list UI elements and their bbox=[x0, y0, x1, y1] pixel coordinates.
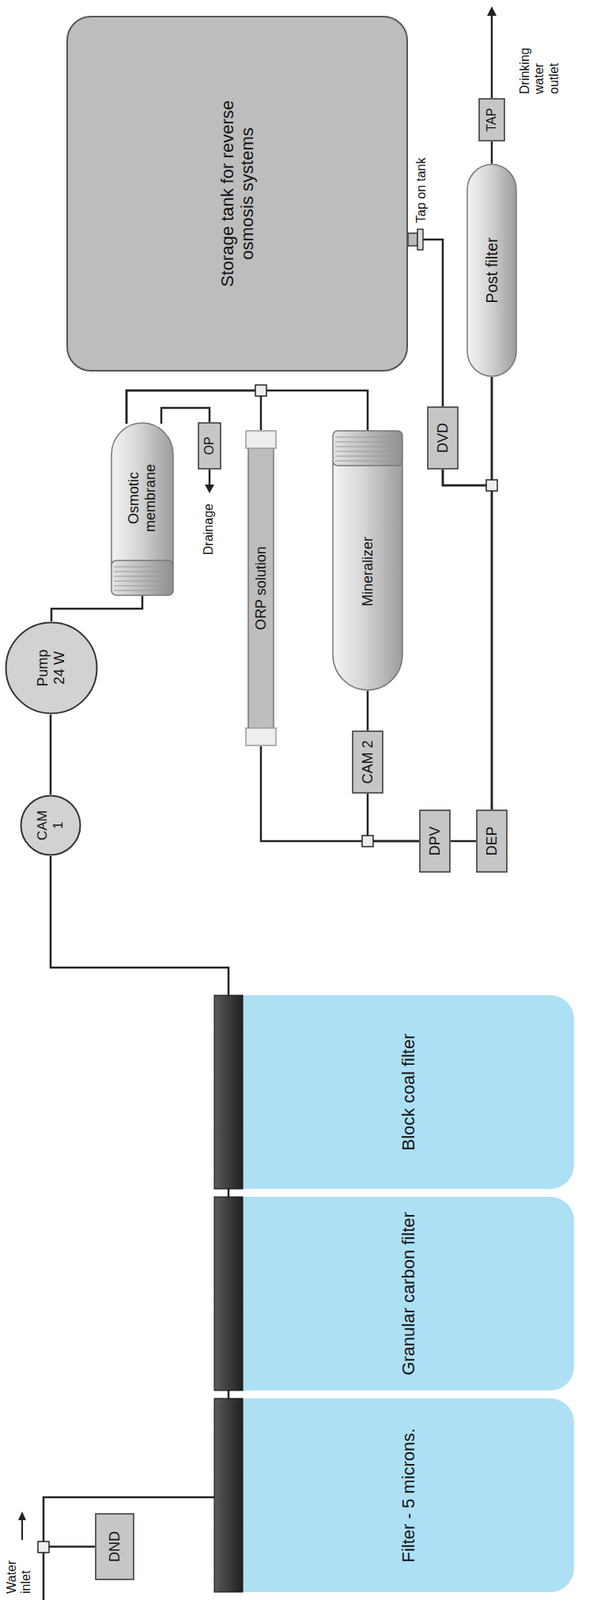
node-label: ORP solution bbox=[253, 546, 270, 631]
node-label: Storage tank for reverse osmosis systems bbox=[217, 86, 258, 301]
pipe-connector bbox=[442, 469, 492, 810]
filter-cartridge-outline bbox=[214, 995, 575, 1190]
drain-pipe bbox=[208, 469, 212, 486]
outlet-pipe bbox=[491, 15, 494, 99]
filter-cartridge: Block coal filter bbox=[214, 995, 575, 1190]
tee-fitting bbox=[486, 479, 498, 492]
valve-box: DVD bbox=[426, 406, 459, 470]
pipe-connector bbox=[49, 714, 53, 795]
pipe-connector bbox=[366, 691, 370, 731]
node-label: Granular carbon filter bbox=[398, 1212, 419, 1376]
node-label: Filter - 5 microns. bbox=[398, 1428, 419, 1564]
node-label: DND bbox=[106, 1531, 124, 1563]
pipe-connector bbox=[161, 407, 210, 424]
drain-arrowhead bbox=[204, 484, 215, 494]
pipe-connector bbox=[50, 856, 229, 996]
node-label: Mineralizer bbox=[359, 536, 377, 607]
node-label: Post filter bbox=[483, 237, 502, 303]
tee-fitting bbox=[255, 385, 267, 397]
pipe-connector bbox=[450, 840, 476, 843]
pipe-connector bbox=[126, 390, 368, 431]
node-label: DVD bbox=[434, 423, 452, 454]
inlet-arrow bbox=[21, 1519, 23, 1541]
filter-cartridge-outline bbox=[214, 1197, 575, 1391]
tee-fitting bbox=[362, 835, 374, 847]
membrane-housing: Osmotic membrane bbox=[110, 422, 174, 597]
inlet-pipe bbox=[42, 1547, 46, 1600]
node-label: Osmotic membrane bbox=[125, 441, 159, 556]
node-label: OP bbox=[202, 436, 217, 455]
node-label: Block coal filter bbox=[398, 1034, 419, 1152]
sensor-circle: CAM 1 bbox=[19, 794, 82, 857]
node-label: CAM 1 bbox=[34, 808, 66, 843]
tap-box: TAP bbox=[478, 98, 506, 142]
mineralizer-housing: Mineralizer bbox=[332, 430, 404, 692]
sensor-box: CAM 2 bbox=[351, 730, 384, 794]
valve-box: DND bbox=[94, 1513, 135, 1581]
storage-tank: Storage tank for reverse osmosis systems bbox=[66, 15, 408, 372]
pipe-connector bbox=[227, 1189, 231, 1198]
filter-cartridge-outline bbox=[214, 1398, 575, 1593]
annotation-label: Drinking water outlet bbox=[517, 34, 562, 95]
solution-tube: ORP solution bbox=[245, 430, 277, 747]
outlet-arrowhead bbox=[487, 6, 497, 16]
tank-tap-body bbox=[407, 233, 418, 246]
pump-circle: Pump 24 W bbox=[4, 621, 99, 715]
node-label: DEP bbox=[483, 827, 501, 857]
post-filter: Post filter bbox=[466, 163, 518, 378]
valve-box: DPV bbox=[419, 809, 451, 873]
inlet-arrowhead bbox=[18, 1511, 27, 1521]
node-label: DPV bbox=[426, 827, 444, 857]
annotation-label: Water inlet bbox=[4, 1544, 34, 1594]
pipe-connector bbox=[367, 793, 420, 842]
node-label: Pump 24 W bbox=[34, 640, 68, 696]
pipe-connector bbox=[491, 141, 494, 164]
pipe-connector bbox=[260, 746, 420, 842]
valve-box: DEP bbox=[475, 809, 508, 873]
node-label: TAP bbox=[484, 108, 499, 133]
filter-cartridge: Filter - 5 microns. bbox=[214, 1398, 575, 1593]
valve-box: OP bbox=[197, 422, 222, 470]
tee-fitting bbox=[37, 1541, 50, 1553]
tank-tap-handle bbox=[417, 229, 424, 250]
annotation-label: Drainage bbox=[201, 503, 216, 556]
pipe-connector bbox=[407, 239, 443, 407]
pipe-connector bbox=[227, 1390, 231, 1399]
pipe-connector bbox=[51, 596, 143, 622]
filter-cartridge: Granular carbon filter bbox=[214, 1197, 575, 1391]
annotation-label: Tap on tank bbox=[414, 157, 429, 223]
node-label: CAM 2 bbox=[359, 740, 377, 785]
